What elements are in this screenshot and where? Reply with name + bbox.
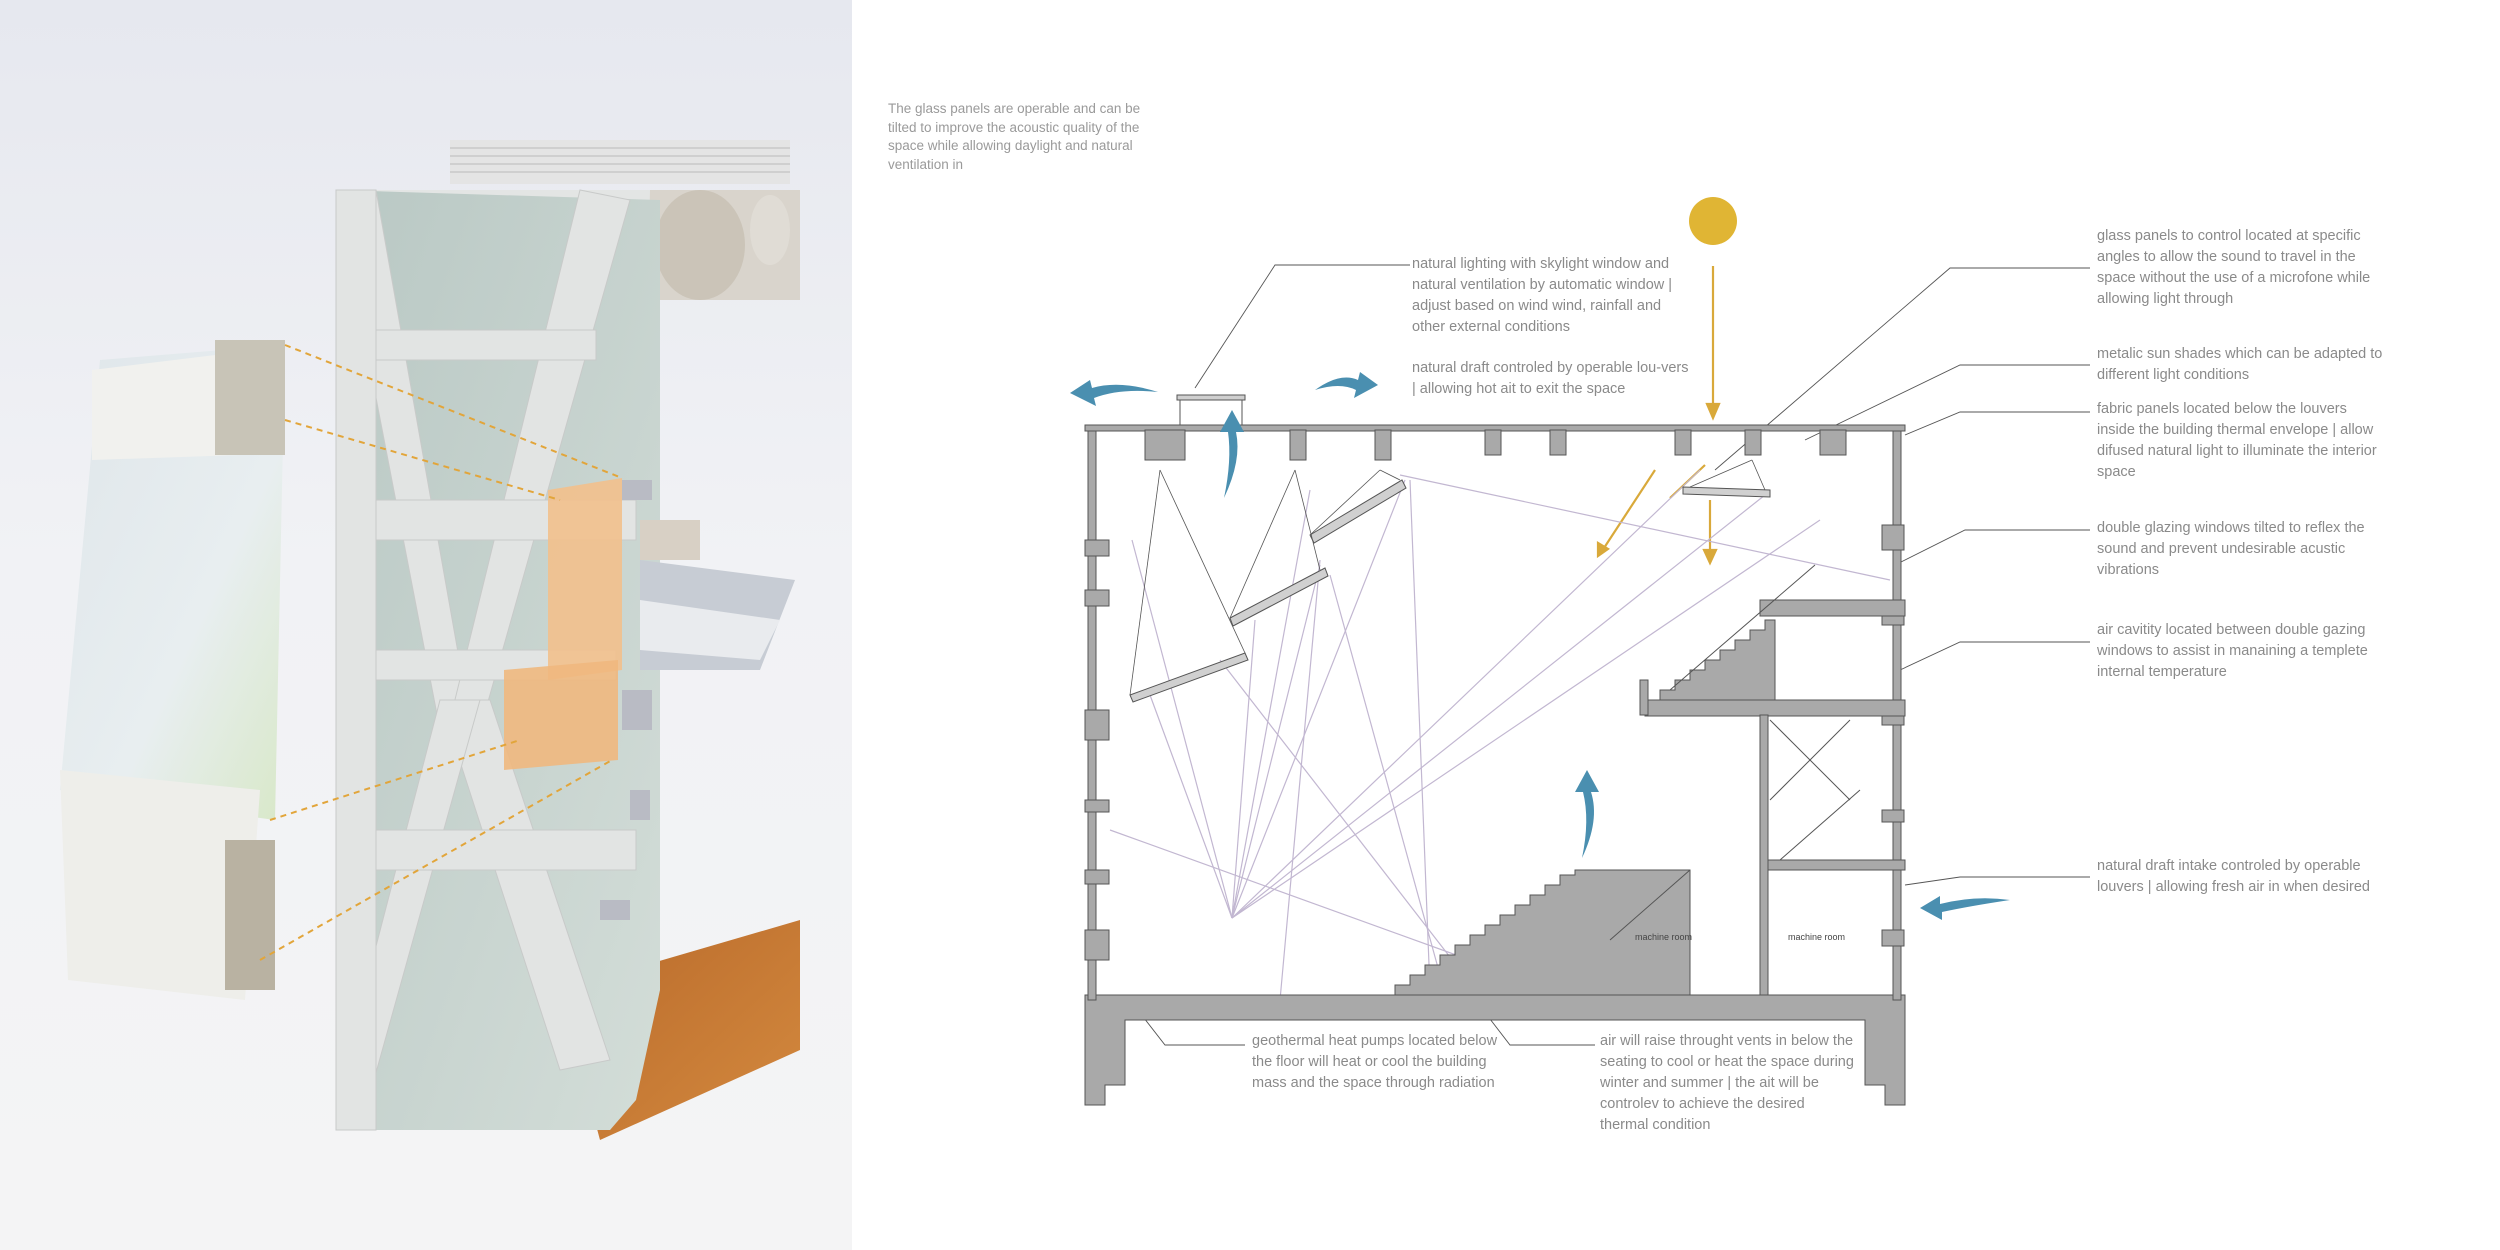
note-geothermal: geothermal heat pumps located below the … — [1252, 1033, 1498, 1091]
machine-room-label-1: machine room — [1635, 932, 1692, 942]
note-fabric-panels: fabric panels located below the louvers … — [2097, 401, 2377, 480]
note-glass-panels: glass panels to control located at speci… — [2097, 228, 2371, 307]
note-sun-shades: metalic sun shades which can be adapted … — [2097, 346, 2383, 383]
note-air-cavity: air cavitity located between double gazi… — [2097, 622, 2368, 680]
airflow-arrow-icon — [1070, 372, 2010, 920]
machine-room-label-2: machine room — [1788, 932, 1845, 942]
note-skylight: natural lighting with skylight window an… — [1412, 256, 1673, 335]
sun-icon — [1689, 197, 1737, 245]
exploded-glass-panel — [60, 340, 285, 1000]
skylight-window — [1176, 394, 1246, 425]
building-shell — [1084, 424, 1906, 1106]
note-double-glazing: double glazing windows tilted to reflex … — [2097, 520, 2365, 578]
acoustic-rays — [1109, 469, 1891, 1001]
note-air-vents: air will raise throught vents in below t… — [1600, 1033, 1854, 1133]
facade-render — [0, 0, 852, 1250]
tilted-glass-panels — [1129, 479, 1771, 703]
intro-paragraph: The glass panels are operable and can be… — [888, 101, 1141, 172]
note-draft-intake: natural draft intake controled by operab… — [2097, 858, 2370, 895]
note-louvers-top: natural draft controled by operable lou-… — [1412, 360, 1689, 397]
